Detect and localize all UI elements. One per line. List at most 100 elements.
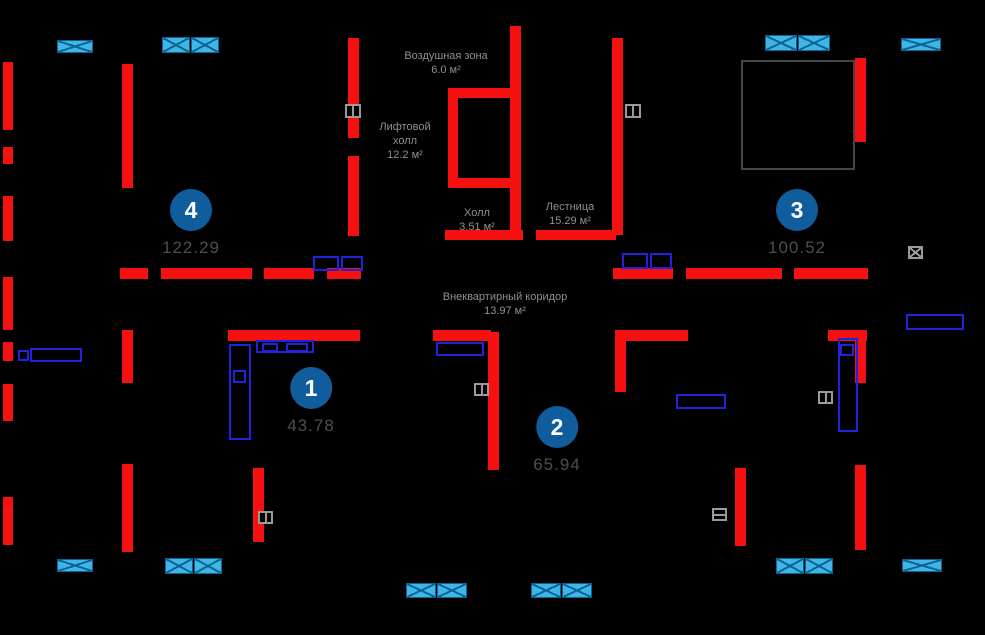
window-symbol — [437, 583, 467, 598]
window-symbol — [531, 583, 561, 598]
wall-segment — [612, 38, 623, 235]
wall-segment — [3, 497, 13, 545]
window-symbol — [165, 558, 193, 574]
wall-segment — [510, 26, 521, 240]
apartment-2-badge[interactable]: 2 — [535, 406, 578, 448]
window-symbol — [805, 558, 833, 574]
window-symbol — [57, 40, 93, 53]
room-label-common-corridor: Внеквартирный коридор 13.97 м² — [405, 290, 605, 318]
window-symbol — [562, 583, 592, 598]
room-name: Холл — [464, 207, 490, 219]
utility-panel-icon — [818, 391, 833, 404]
wall-segment — [3, 196, 13, 241]
wall-segment — [686, 268, 782, 279]
wall-segment — [3, 342, 13, 361]
room-area: 6.0 м² — [431, 64, 461, 77]
furniture-outline — [262, 343, 278, 352]
room-label-air-zone: Воздушная зона 6.0 м² — [386, 49, 506, 77]
furniture-outline — [229, 344, 251, 440]
wall-segment — [327, 268, 361, 279]
window-symbol — [162, 37, 190, 53]
wall-segment — [855, 58, 866, 142]
room-name: Лестница — [545, 201, 595, 213]
room-name: Воздушная зона — [404, 50, 488, 62]
utility-panel-icon — [258, 511, 273, 524]
apartment-1-marker: 1 43.78 — [287, 367, 335, 436]
wall-segment — [264, 268, 314, 279]
apartment-2-marker: 2 65.94 — [533, 406, 581, 475]
room-label-elevator-hall: Лифтовой холл 12.2 м² — [373, 120, 437, 162]
wall-segment — [3, 277, 13, 330]
furniture-outline — [286, 343, 308, 352]
wall-segment — [122, 464, 133, 552]
furniture-outline — [840, 344, 854, 356]
wall-segment — [122, 64, 133, 188]
window-symbol — [798, 35, 830, 51]
utility-panel-icon — [474, 383, 489, 396]
furniture-outline — [341, 256, 363, 271]
wall-segment — [161, 268, 252, 279]
apartment-3-area: 100.52 — [768, 238, 826, 257]
apartment-4-badge[interactable]: 4 — [170, 189, 212, 231]
wall-segment — [615, 332, 626, 392]
utility-panel-icon — [712, 508, 727, 521]
furniture-outline — [18, 350, 29, 361]
furniture-outline — [906, 314, 964, 330]
window-symbol — [57, 559, 93, 572]
wall-segment — [855, 332, 866, 383]
apartment-1-area: 43.78 — [287, 416, 335, 435]
shaft-outline — [741, 60, 855, 170]
furniture-outline — [622, 253, 648, 269]
wall-segment — [3, 62, 13, 130]
window-symbol — [902, 559, 942, 572]
wall-segment — [855, 465, 866, 550]
furniture-outline — [838, 338, 858, 432]
furniture-outline — [676, 394, 726, 409]
room-area: 12.2 м² — [387, 149, 423, 162]
wall-segment — [536, 230, 616, 240]
wall-segment — [615, 330, 688, 341]
wall-segment — [348, 38, 359, 138]
wall-segment — [228, 330, 360, 341]
utility-panel-icon — [345, 104, 361, 118]
furniture-outline — [313, 256, 339, 271]
window-symbol — [776, 558, 804, 574]
wall-segment — [448, 88, 516, 98]
furniture-outline — [650, 253, 672, 269]
wall-segment — [448, 88, 458, 188]
wall-segment — [828, 330, 867, 341]
wall-segment — [794, 268, 868, 279]
window-symbol — [406, 583, 436, 598]
wall-segment — [120, 268, 148, 279]
room-name: Внеквартирный коридор — [442, 291, 568, 303]
utility-panel-icon — [908, 246, 923, 259]
window-symbol — [765, 35, 797, 51]
furniture-outline — [256, 340, 314, 353]
wall-segment — [3, 147, 13, 164]
apartment-3-marker: 3 100.52 — [768, 189, 826, 258]
furniture-outline — [30, 348, 82, 362]
wall-segment — [445, 230, 523, 240]
wall-segment — [348, 156, 359, 236]
furniture-outline — [233, 370, 246, 383]
room-area: 3.51 м² — [459, 221, 495, 234]
apartment-4-marker: 4 122.29 — [162, 189, 220, 258]
apartment-1-badge[interactable]: 1 — [289, 367, 332, 409]
wall-segment — [253, 468, 264, 542]
room-label-hall: Холл 3.51 м² — [442, 206, 512, 234]
room-area: 15.29 м² — [549, 215, 591, 228]
apartment-4-area: 122.29 — [162, 238, 220, 257]
wall-segment — [3, 384, 13, 421]
window-symbol — [194, 558, 222, 574]
wall-segment — [735, 468, 746, 546]
wall-segment — [448, 178, 516, 188]
wall-segment — [433, 330, 491, 341]
window-symbol — [191, 37, 219, 53]
apartment-3-badge[interactable]: 3 — [776, 189, 818, 231]
utility-panel-icon — [625, 104, 641, 118]
